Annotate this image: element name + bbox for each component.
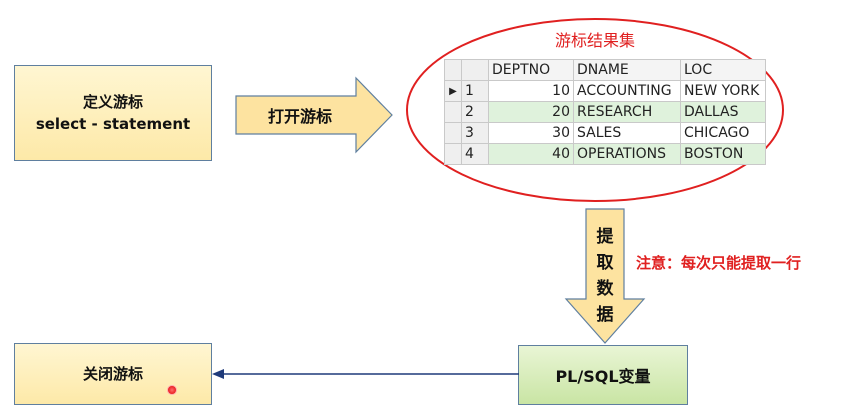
column-header-deptno[interactable]: DEPTNO <box>488 59 574 81</box>
row-number: 3 <box>461 122 489 144</box>
row-number: 2 <box>461 101 489 123</box>
cell-dname[interactable]: SALES <box>573 122 681 144</box>
close-cursor-box: 关闭游标 <box>14 343 212 405</box>
plsql-variables-box: PL/SQL变量 <box>518 345 688 405</box>
cell-loc[interactable]: CHICAGO <box>680 122 766 144</box>
table-row[interactable]: 2 20 RESEARCH DALLAS <box>444 101 766 123</box>
current-row-indicator-icon: ▶ <box>444 80 462 102</box>
select-statement-label: select - statement <box>35 115 191 133</box>
define-cursor-box: 定义游标 select - statement <box>14 65 212 161</box>
define-cursor-label: 定义游标 <box>82 93 143 111</box>
column-header-loc[interactable]: LOC <box>680 59 766 81</box>
row-selector <box>444 143 462 165</box>
result-set-ellipse <box>406 18 784 202</box>
row-selector <box>444 101 462 123</box>
cell-loc[interactable]: DALLAS <box>680 101 766 123</box>
row-selector <box>444 122 462 144</box>
grid-corner <box>444 59 462 81</box>
fetch-data-label: 提取数据 <box>596 227 614 325</box>
pointer-dot-icon <box>167 385 177 395</box>
result-set-table: DEPTNO DNAME LOC ▶ 1 10 ACCOUNTING NEW Y… <box>444 59 766 165</box>
row-number: 4 <box>461 143 489 165</box>
cell-deptno[interactable]: 10 <box>488 80 574 102</box>
fetch-data-arrow <box>564 208 646 344</box>
cell-deptno[interactable]: 40 <box>488 143 574 165</box>
fetch-note: 注意：每次只能提取一行 <box>636 254 802 272</box>
cell-dname[interactable]: RESEARCH <box>573 101 681 123</box>
close-cursor-label: 关闭游标 <box>82 365 143 383</box>
result-set-title: 游标结果集 <box>555 31 636 50</box>
table-row[interactable]: 3 30 SALES CHICAGO <box>444 122 766 144</box>
open-cursor-label: 打开游标 <box>268 107 333 126</box>
connector-arrow <box>212 369 519 379</box>
grid-corner <box>461 59 489 81</box>
cell-loc[interactable]: BOSTON <box>680 143 766 165</box>
table-row[interactable]: ▶ 1 10 ACCOUNTING NEW YORK <box>444 80 766 102</box>
open-cursor-arrow <box>235 76 393 154</box>
table-row[interactable]: 4 40 OPERATIONS BOSTON <box>444 143 766 165</box>
cell-deptno[interactable]: 20 <box>488 101 574 123</box>
row-number: 1 <box>461 80 489 102</box>
plsql-variables-label: PL/SQL变量 <box>555 367 651 386</box>
cell-deptno[interactable]: 30 <box>488 122 574 144</box>
cell-dname[interactable]: OPERATIONS <box>573 143 681 165</box>
cell-dname[interactable]: ACCOUNTING <box>573 80 681 102</box>
cell-loc[interactable]: NEW YORK <box>680 80 766 102</box>
column-header-dname[interactable]: DNAME <box>573 59 681 81</box>
